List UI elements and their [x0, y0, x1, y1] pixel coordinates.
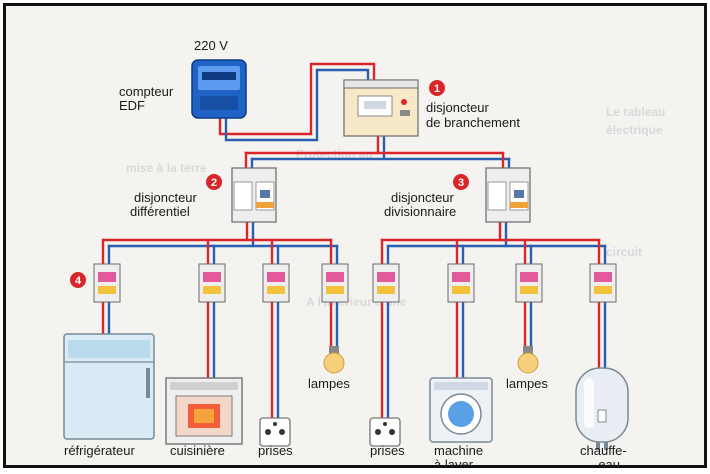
wiring: [101, 62, 607, 420]
outlets-right-label: prises: [370, 443, 405, 458]
circuit-breaker-fridge: [93, 263, 121, 303]
wire-right-bus: [380, 220, 607, 266]
badge-2-number: 2: [211, 177, 217, 189]
badge-1-number: 1: [434, 83, 440, 95]
heater-label-line1: chauffe-: [580, 443, 627, 458]
wire-meter-to-main: [218, 62, 376, 142]
meter-label-line2: EDF: [119, 98, 145, 113]
badge-4: 4: [70, 272, 86, 288]
electric-meter: [191, 59, 247, 119]
heater-label-line2: -eau: [594, 457, 620, 465]
divisional-breaker: [485, 167, 531, 223]
outlets-left-label: prises: [258, 443, 293, 458]
stove-label: cuisinière: [170, 443, 225, 458]
differential-breaker: [231, 167, 277, 223]
diagram-frame: Le tableau électrique mise à la terre Pr…: [3, 3, 707, 468]
fridge-icon: [63, 333, 155, 440]
meter-voltage: 220 V: [194, 38, 228, 53]
rcd-left-label-line2: différentiel: [130, 204, 190, 219]
outlet-icon-right: [369, 417, 401, 447]
main-breaker-label-line1: disjoncteur: [426, 100, 490, 115]
svg-text:circuit: circuit: [606, 245, 642, 259]
circuit-breaker-lamps-left: [321, 263, 349, 303]
svg-text:électrique: électrique: [606, 123, 663, 137]
circuit-breaker-heater: [589, 263, 617, 303]
rcd-right-label-line2: divisionnaire: [384, 204, 456, 219]
rcd-left-label-line1: disjoncteur: [134, 190, 198, 205]
washer-label-line2: à laver: [434, 457, 474, 465]
circuit-breaker-lamps-right: [515, 263, 543, 303]
lamps-right-label: lampes: [506, 376, 548, 391]
badge-1: 1: [429, 80, 445, 96]
fridge-label: réfrigérateur: [64, 443, 135, 458]
washing-machine-icon: [429, 377, 493, 443]
main-breaker-label-line2: de branchement: [426, 115, 520, 130]
light-bulb-icon-right: [517, 346, 539, 374]
wire-left-bus: [101, 220, 339, 266]
washer-label-line1: machine: [434, 443, 483, 458]
circuit-breaker-outlets-right: [372, 263, 400, 303]
electrical-installation-diagram: Le tableau électrique mise à la terre Pr…: [63, 38, 665, 465]
badge-3: 3: [453, 174, 469, 190]
svg-text:Le tableau: Le tableau: [606, 105, 665, 119]
wire-left-drops: [101, 300, 339, 420]
circuit-breaker-outlets-left: [262, 263, 290, 303]
lamps-left-label: lampes: [308, 376, 350, 391]
wire-main-to-split: [244, 134, 511, 170]
wire-right-drops: [380, 300, 607, 420]
water-heater-icon: [575, 367, 629, 450]
badge-2: 2: [206, 174, 222, 190]
main-breaker: [343, 79, 419, 137]
stove-icon: [165, 377, 243, 445]
svg-text:mise à la terre: mise à la terre: [126, 161, 207, 175]
circuit-breaker-washer: [447, 263, 475, 303]
badge-4-number: 4: [75, 275, 82, 287]
rcd-right-label-line1: disjoncteur: [391, 190, 455, 205]
badge-3-number: 3: [458, 177, 464, 189]
meter-label-line1: compteur: [119, 84, 174, 99]
outlet-icon-left: [259, 417, 291, 447]
light-bulb-icon-left: [323, 346, 345, 374]
circuit-breaker-stove: [198, 263, 226, 303]
